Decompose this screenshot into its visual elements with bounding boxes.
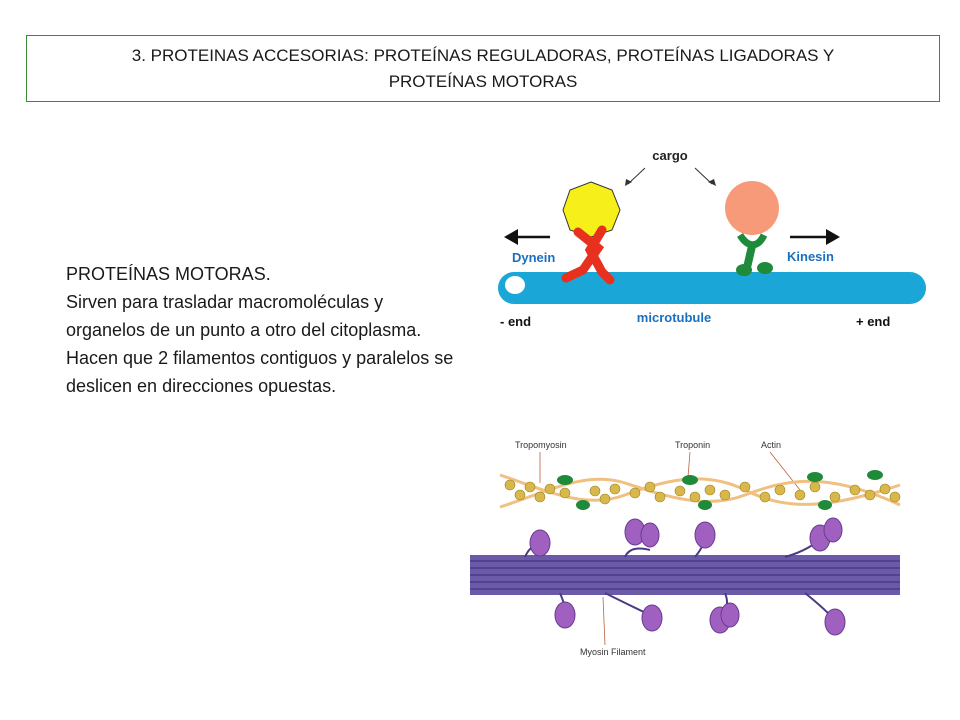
cargo-arrow-left [627,167,646,185]
body-paragraph: Sirven para trasladar macromoléculas y o… [66,292,454,396]
myosin-heads-lower [554,592,846,636]
kinesin-motor [736,232,773,276]
page-title: 3. PROTEINAS ACCESORIAS: PROTEÍNAS REGUL… [53,43,913,95]
myosin-actin-diagram: Tropomyosin Troponin Actin [470,440,901,657]
title-line-1: 3. PROTEINAS ACCESORIAS: PROTEÍNAS REGUL… [131,45,835,65]
plus-end-label: + end [856,314,890,329]
tropomyosin-label: Tropomyosin [515,440,567,450]
title-line-2: PROTEÍNAS MOTORAS [388,71,578,91]
myosin-heads-upper [524,517,843,558]
cargo-heptagon [562,181,621,238]
kinesin-arrow-head [826,229,840,245]
myosin-filament-label: Myosin Filament [580,647,646,657]
cargo-circle [725,181,779,235]
title-box: 3. PROTEINAS ACCESORIAS: PROTEÍNAS REGUL… [26,35,940,102]
actin-label: Actin [761,440,781,450]
actin-pointer [769,451,801,491]
motor-protein-diagram: cargo Dynein Kinesin - end microtubule +… [498,148,926,329]
kinesin-label: Kinesin [787,249,834,264]
cargo-arrow-left-head [625,179,632,186]
dynein-label: Dynein [512,250,555,265]
cargo-label: cargo [652,148,687,163]
body-heading: PROTEÍNAS MOTORAS. [66,264,271,284]
microtubule-label: microtubule [637,310,711,325]
cargo-arrow-right-head [708,179,716,186]
thick-filament [470,555,900,595]
cargo-arrow-right [694,167,713,185]
dynein-arrow-head [504,229,518,245]
troponin-pointer [687,451,691,478]
body-text: PROTEÍNAS MOTORAS. Sirven para trasladar… [66,260,456,400]
microtubule-minus-end-cap [505,276,525,294]
myosin-filament-pointer [602,596,606,646]
thin-filament [499,470,901,510]
minus-end-label: - end [500,314,531,329]
troponin-label: Troponin [675,440,710,450]
dynein-motor [561,225,615,285]
